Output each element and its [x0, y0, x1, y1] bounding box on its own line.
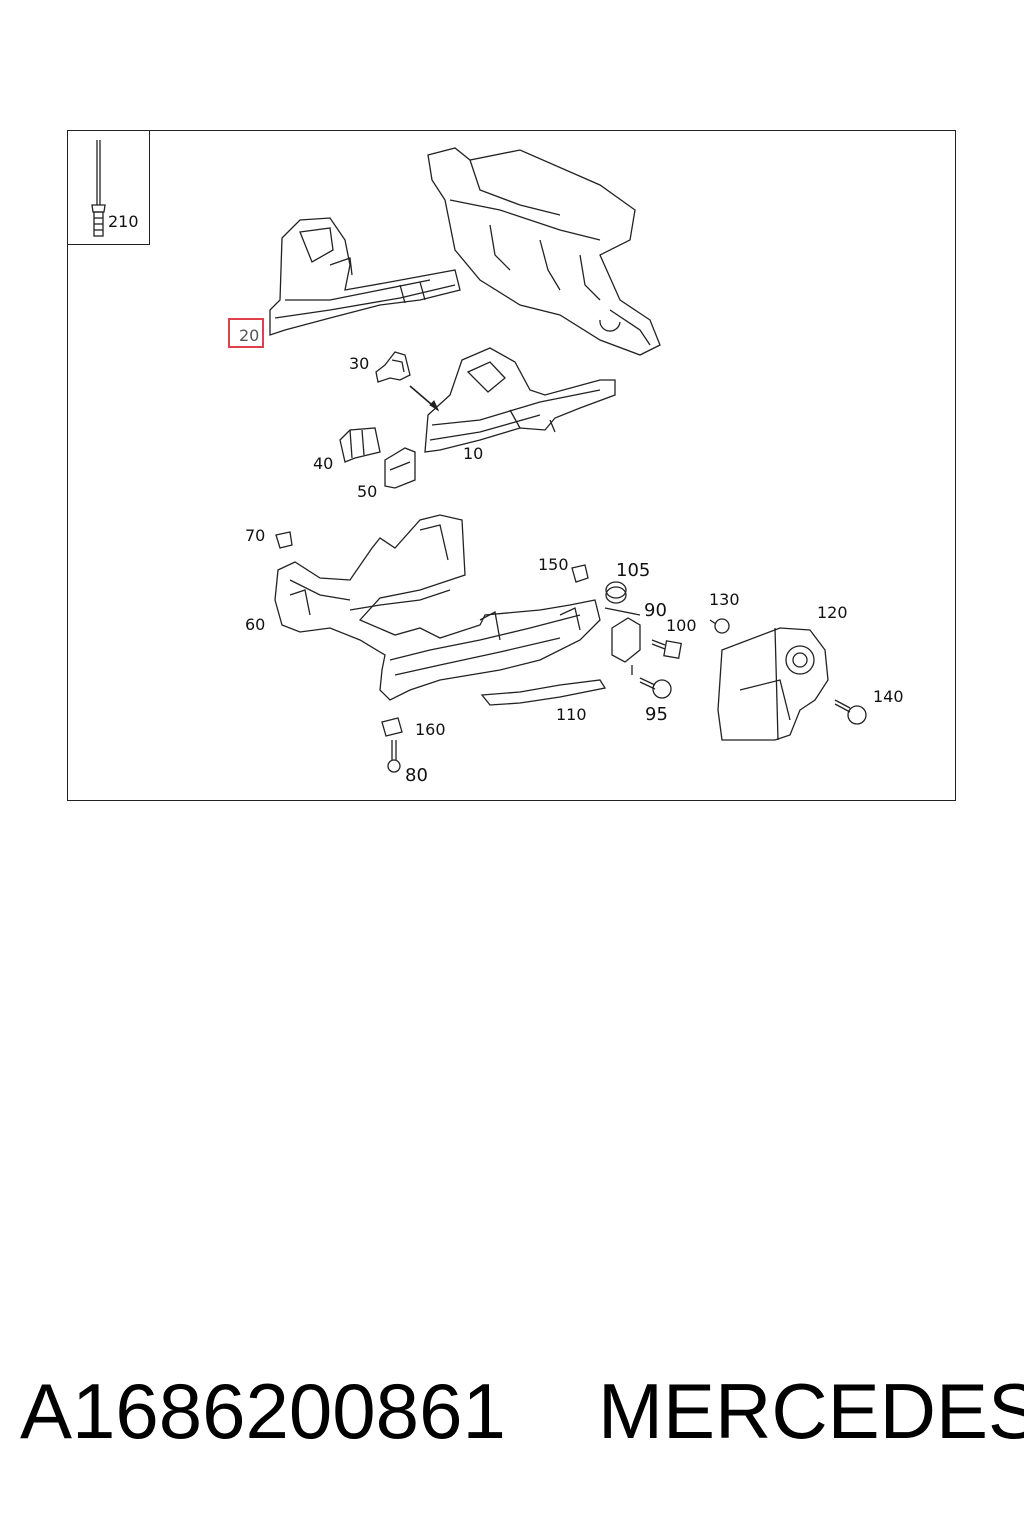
- part-110-strip: [480, 679, 607, 706]
- part-140-bolt: [834, 699, 867, 725]
- callout-60[interactable]: 60: [245, 615, 266, 634]
- callout-105[interactable]: 105: [616, 560, 651, 581]
- part-30-bracket: [375, 351, 411, 383]
- part-130-screw: [709, 618, 730, 634]
- callout-100[interactable]: 100: [666, 616, 697, 635]
- callout-50[interactable]: 50: [357, 482, 378, 501]
- part-160-clip-nut: [381, 717, 403, 737]
- callout-120[interactable]: 120: [817, 603, 848, 622]
- callout-150[interactable]: 150: [538, 555, 569, 574]
- part-70-nut: [275, 531, 293, 549]
- part-40-reinforcement: [339, 427, 381, 463]
- callout-160[interactable]: 160: [415, 720, 446, 739]
- part-95-bolt: [631, 665, 672, 699]
- callout-95[interactable]: 95: [645, 704, 668, 725]
- part-120-bracket-housing: [717, 627, 829, 741]
- part-150-nut: [571, 564, 589, 583]
- highlight-box-20[interactable]: [228, 318, 264, 348]
- parts-diagram-frame: [67, 130, 956, 801]
- callout-70[interactable]: 70: [245, 526, 266, 545]
- footer-part-number: A1686200861: [20, 1367, 506, 1455]
- callout-90[interactable]: 90: [644, 600, 667, 621]
- part-105-bush: [605, 581, 627, 604]
- part-60-subframe: [274, 514, 601, 701]
- callout-80[interactable]: 80: [405, 765, 428, 786]
- callout-30[interactable]: 30: [349, 354, 370, 373]
- label-210: 210: [108, 212, 139, 231]
- callout-20[interactable]: 20: [239, 326, 260, 345]
- part-90-bracket: [604, 607, 641, 663]
- footer-brand: MERCEDES: [598, 1367, 1024, 1455]
- part-10-longitudinal-member: [424, 347, 616, 453]
- callout-110[interactable]: 110: [556, 705, 587, 724]
- front-panel-assembly: [427, 147, 661, 356]
- arrow-head-icon: [429, 400, 440, 412]
- part-50-reinforcement: [384, 447, 416, 489]
- part-100-bolt: [651, 639, 683, 660]
- part-80-screw: [387, 740, 401, 773]
- callout-130[interactable]: 130: [709, 590, 740, 609]
- inset-box: [67, 130, 150, 245]
- part-210-long-bolt: [91, 140, 106, 237]
- part-20-longitudinal-member: [269, 217, 461, 336]
- callout-10[interactable]: 10: [463, 444, 484, 463]
- callout-140[interactable]: 140: [873, 687, 904, 706]
- callout-40[interactable]: 40: [313, 454, 334, 473]
